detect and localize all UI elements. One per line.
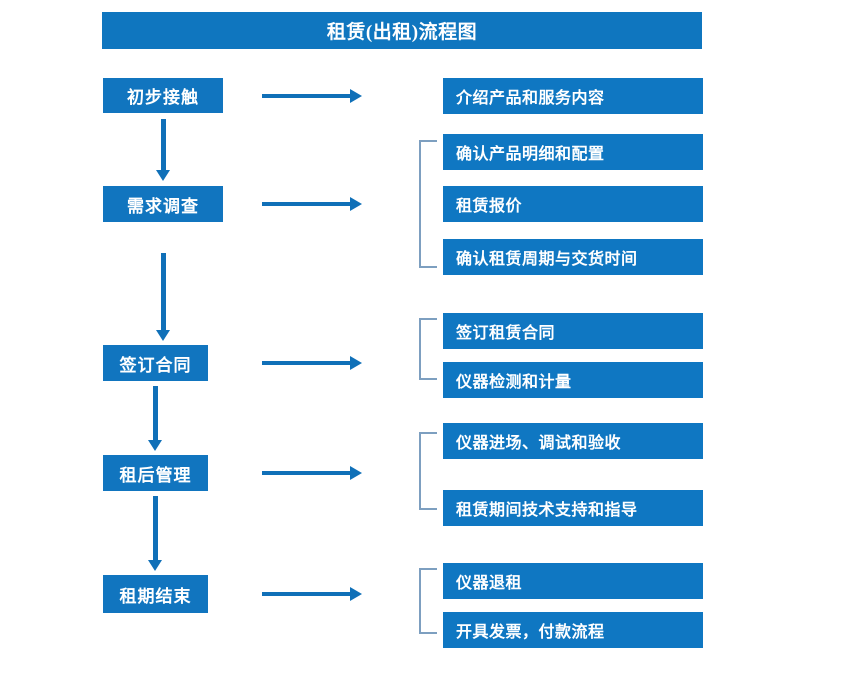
horizontal-arrow-1 <box>262 88 362 104</box>
group-bracket-4 <box>419 432 437 510</box>
stage-box-2[interactable]: 需求调查 <box>103 186 223 222</box>
vertical-arrow-4 <box>147 496 163 571</box>
detail-box-9[interactable]: 仪器退租 <box>443 563 703 599</box>
detail-box-1[interactable]: 介绍产品和服务内容 <box>443 78 703 114</box>
detail-box-2[interactable]: 确认产品明细和配置 <box>443 134 703 170</box>
flowchart-title: 租赁(出租)流程图 <box>102 12 702 49</box>
group-bracket-5 <box>419 568 437 634</box>
horizontal-arrow-4 <box>262 465 362 481</box>
horizontal-arrow-5 <box>262 586 362 602</box>
group-bracket-3 <box>419 318 437 380</box>
vertical-arrow-3 <box>147 386 163 451</box>
detail-box-7[interactable]: 仪器进场、调试和验收 <box>443 423 703 459</box>
detail-box-8[interactable]: 租赁期间技术支持和指导 <box>443 490 703 526</box>
vertical-arrow-1 <box>155 119 171 181</box>
detail-box-3[interactable]: 租赁报价 <box>443 186 703 222</box>
detail-box-5[interactable]: 签订租赁合同 <box>443 313 703 349</box>
group-bracket-2 <box>419 140 437 268</box>
stage-box-3[interactable]: 签订合同 <box>103 345 208 381</box>
horizontal-arrow-3 <box>262 355 362 371</box>
stage-box-1[interactable]: 初步接触 <box>103 78 223 113</box>
stage-box-4[interactable]: 租后管理 <box>103 455 208 491</box>
detail-box-6[interactable]: 仪器检测和计量 <box>443 362 703 398</box>
stage-box-5[interactable]: 租期结束 <box>103 575 208 613</box>
horizontal-arrow-2 <box>262 196 362 212</box>
detail-box-4[interactable]: 确认租赁周期与交货时间 <box>443 239 703 275</box>
detail-box-10[interactable]: 开具发票，付款流程 <box>443 612 703 648</box>
vertical-arrow-2 <box>155 253 171 341</box>
